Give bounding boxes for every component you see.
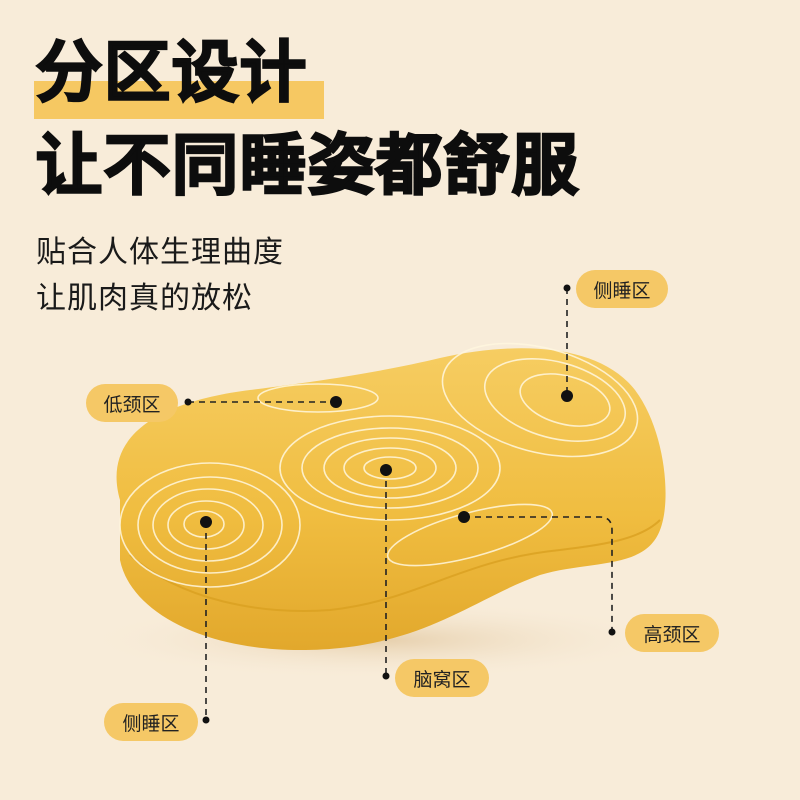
label-high-neck: 高颈区 [625,614,719,652]
anchor-dots [184,284,616,724]
pillow-seam [129,519,661,612]
subtitle-line-2: 让肌肉真的放松 [36,281,253,316]
label-side-sleep-top: 侧睡区 [576,270,668,308]
pillow-body [116,348,666,650]
headline-line-2: 让不同睡姿都舒服 [35,127,580,204]
leader-lines [188,288,613,720]
headline-line-1: 分区设计 [35,34,308,111]
label-head-hollow: 脑窝区 [395,659,489,697]
label-side-sleep-bottom: 侧睡区 [104,703,198,741]
headline-highlight-bar [34,81,324,119]
subtitle-line-1: 贴合人体生理曲度 [36,235,284,270]
label-low-neck: 低颈区 [86,384,178,422]
